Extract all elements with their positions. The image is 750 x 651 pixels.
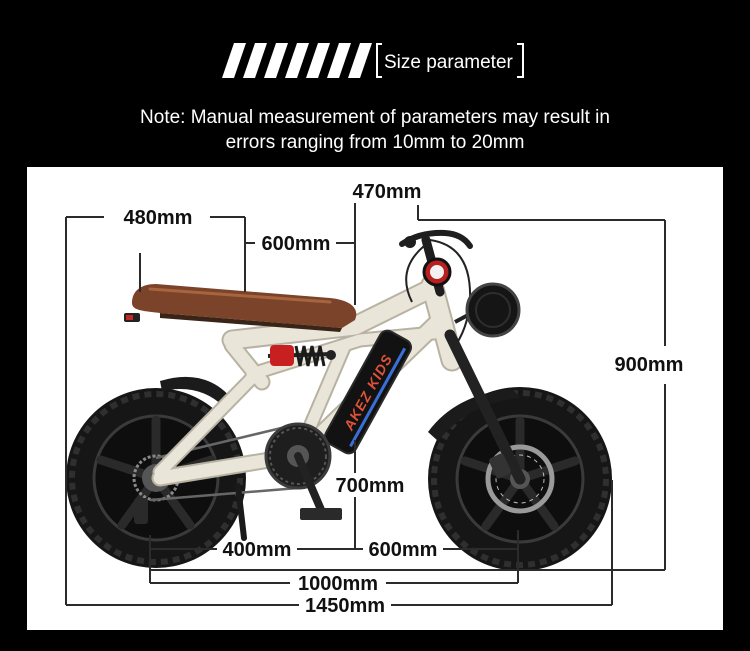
throttle-cable xyxy=(405,245,425,303)
chainring-teeth xyxy=(269,427,327,485)
display-face xyxy=(430,265,444,279)
stripe xyxy=(222,43,246,78)
dim-label-handlebar-reach: 470mm xyxy=(353,181,422,203)
crank-arm xyxy=(294,452,326,516)
note-line-1: Note: Manual measurement of parameters m… xyxy=(140,107,610,128)
stripe xyxy=(285,43,309,78)
dim-label-rear-to-crank: 400mm xyxy=(223,539,292,561)
title-bracket-right xyxy=(517,43,524,78)
dim-label-seat-front: 600mm xyxy=(262,233,331,255)
head-tube xyxy=(422,275,462,370)
brake-caliper xyxy=(489,453,511,479)
header-stripes-logo xyxy=(222,43,372,78)
note-line-2: errors ranging from 10mm to 20mm xyxy=(226,132,525,153)
front-fork xyxy=(444,329,526,485)
rear-tire-tread xyxy=(69,391,243,565)
rear-derailleur xyxy=(134,498,148,524)
dim-label-total-height: 900mm xyxy=(615,354,684,376)
bell xyxy=(404,236,416,248)
dim-label-seat-height: 700mm xyxy=(336,475,405,497)
dim-label-seat-rear: 480mm xyxy=(124,207,193,229)
battery-case xyxy=(323,329,413,455)
stripe xyxy=(348,43,372,78)
stripe xyxy=(264,43,288,78)
dim-label-crank-to-front: 600mm xyxy=(369,539,438,561)
seat xyxy=(132,284,357,328)
dimension-lines xyxy=(65,203,666,606)
ebike-illustration: AKEZ KIDS xyxy=(66,229,612,571)
shock-mount xyxy=(326,350,336,360)
brake-disc xyxy=(485,444,555,514)
front-fender xyxy=(428,389,521,441)
kickstand xyxy=(235,483,247,541)
front-tire-tread xyxy=(431,390,609,568)
headlight-ring xyxy=(475,292,511,328)
shock-spring xyxy=(294,345,326,367)
pedal xyxy=(300,508,342,520)
rear-shock xyxy=(267,345,336,367)
title-bracket-left xyxy=(376,43,382,78)
top-tube xyxy=(223,281,437,349)
rear-fender xyxy=(160,376,233,407)
headlight xyxy=(465,282,521,338)
dim-label-overall-length: 1450mm xyxy=(305,595,385,617)
stripe xyxy=(327,43,351,78)
shock-body xyxy=(270,345,294,366)
seat-highlight xyxy=(148,287,332,304)
dimension-labels: 480mm 600mm 470mm 900mm 700mm 400mm 600m… xyxy=(124,181,684,617)
page-title: Size parameter xyxy=(384,52,514,73)
seatstay xyxy=(154,372,258,478)
chain-bottom xyxy=(149,486,299,502)
brake-disc-holes xyxy=(495,454,545,504)
tail-light-lens xyxy=(126,315,133,320)
battery-stripe xyxy=(349,347,407,448)
stripe xyxy=(243,43,267,78)
front-spokes xyxy=(460,416,580,531)
seat-base xyxy=(160,313,342,332)
stripe xyxy=(306,43,330,78)
dim-label-wheelbase: 1000mm xyxy=(298,573,378,595)
